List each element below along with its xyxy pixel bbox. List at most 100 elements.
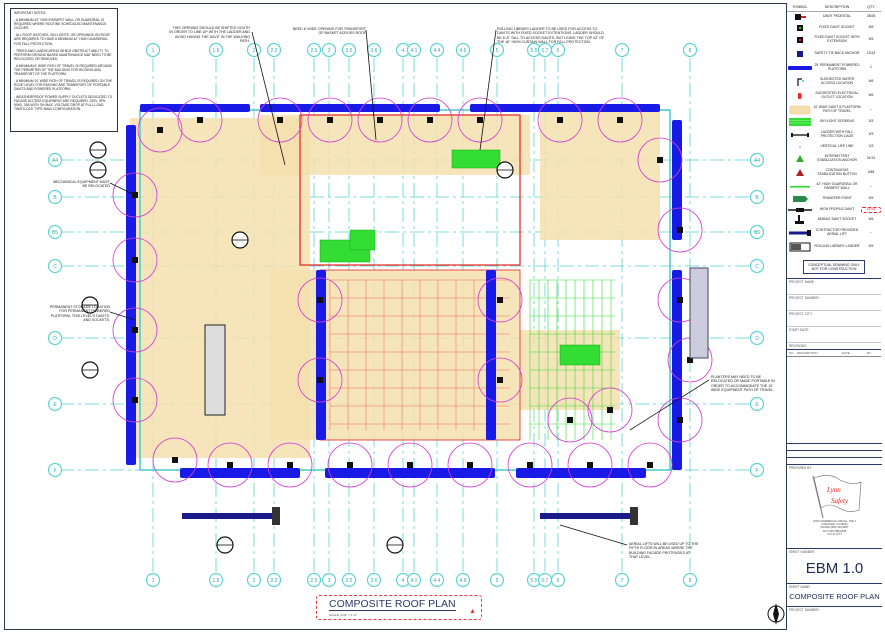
davit-pedestal-icon bbox=[197, 117, 203, 123]
project-city-label: PROJECT CITY: bbox=[787, 311, 881, 327]
grid-bubble bbox=[682, 572, 698, 588]
davit-pedestal-icon bbox=[557, 117, 563, 123]
grid-label-column: 2 bbox=[253, 48, 256, 54]
davit-reach-circle bbox=[152, 437, 198, 483]
grid-bubble bbox=[306, 42, 322, 58]
grid-bubble bbox=[47, 462, 63, 478]
davit-pedestal-icon bbox=[172, 457, 178, 463]
powered-platform-track bbox=[316, 270, 326, 440]
grid-label-row: B bbox=[755, 195, 759, 201]
grid-label-column: 4 bbox=[402, 578, 405, 584]
rev-no: NO. bbox=[789, 350, 795, 355]
grid-label-column: 2.5 bbox=[311, 48, 318, 54]
grid-label-row: B5 bbox=[52, 230, 58, 236]
legend-qty: 31/31 bbox=[866, 156, 876, 161]
grid-label-column: 3 bbox=[328, 48, 331, 54]
lynn-safety-logo: Lynn Safety bbox=[811, 475, 861, 519]
davit-reach-circle bbox=[537, 97, 583, 143]
grid-bubble bbox=[614, 42, 630, 58]
continuous-button-icon bbox=[787, 168, 813, 178]
grid-label-column: 7 bbox=[621, 578, 624, 584]
davit-pedestal-icon bbox=[132, 327, 138, 333]
grid-label-column: 3.5 bbox=[346, 578, 353, 584]
grid-bubble bbox=[749, 224, 765, 240]
grid-label-row: E bbox=[755, 402, 759, 408]
davit-pedestal-icon bbox=[677, 417, 683, 423]
svg-text:Lynn: Lynn bbox=[826, 486, 841, 494]
leader-line bbox=[629, 379, 710, 431]
davit-pedestal-icon bbox=[407, 462, 413, 468]
legend-header: SYMBOL DESCRIPTION QTY bbox=[787, 3, 881, 12]
grid-bubble bbox=[321, 42, 337, 58]
svg-text:Safety: Safety bbox=[831, 497, 849, 505]
davit-reach-circle bbox=[547, 397, 593, 443]
davit-reach-circle bbox=[637, 137, 683, 183]
legend-item-ladder-cage: LADDER WITH FALL PROTECTION CAGE 3/3 bbox=[787, 128, 881, 142]
davit-reach-circle bbox=[457, 97, 503, 143]
davit-reach-circle bbox=[657, 207, 703, 253]
stored-platform-icon bbox=[204, 324, 226, 416]
davit-pedestal-icon bbox=[527, 462, 533, 468]
grid-label-column: 6 bbox=[557, 578, 560, 584]
grid-bubble bbox=[406, 572, 422, 588]
path-of-travel-area bbox=[540, 110, 660, 240]
legend-description: DAVIT PEDESTAL bbox=[822, 14, 852, 19]
legend-description: VERTICAL LIFE LINE bbox=[820, 143, 854, 148]
powered-platform-track bbox=[516, 468, 646, 478]
rev-date: DATE bbox=[842, 350, 850, 355]
legend-description: 10' WIDE DAVIT & PLATFORM PATH OF TRAVEL bbox=[813, 105, 861, 113]
path-of-travel-icon bbox=[787, 105, 813, 115]
davit-reach-circle bbox=[267, 442, 313, 488]
davit-pedestal-icon bbox=[227, 462, 233, 468]
grid-label-row: D bbox=[755, 336, 759, 342]
grid-bubble bbox=[550, 572, 566, 588]
grid-bubble bbox=[145, 572, 161, 588]
note: - TREES AND LANDSCAPING WHICH OBSTRUCT A… bbox=[14, 48, 112, 61]
davit-reach-circle bbox=[112, 172, 158, 218]
electrical-outlet-icon bbox=[787, 91, 813, 101]
skylight-screen bbox=[451, 149, 501, 169]
davit-reach-circle bbox=[567, 442, 613, 488]
grid-label-column: 3.6 bbox=[371, 48, 378, 54]
davit-pedestal-icon bbox=[497, 297, 503, 303]
vertical-life-line-icon bbox=[787, 142, 813, 152]
davit-pedestal-icon bbox=[567, 417, 573, 423]
powered-platform-track bbox=[470, 104, 660, 112]
grid-bubble bbox=[455, 42, 471, 58]
davit-pedestal-icon bbox=[657, 157, 663, 163]
legend-header-symbol: SYMBOL bbox=[792, 5, 808, 9]
grid-label-column: 4.6 bbox=[460, 48, 467, 54]
grid-label-column: 4 bbox=[402, 48, 405, 54]
legend-item-fixed-davit-socket-extension: FIXED DAVIT SOCKET WITH EXTENSION 5/5 bbox=[787, 33, 881, 47]
davit-pedestal-icon bbox=[317, 377, 323, 383]
high-profile-davit-icon bbox=[787, 205, 813, 215]
legend-description: ROLLING LIBRARY LADDER bbox=[814, 243, 860, 248]
legend-description: SAFETY TIE BACK ANCHOR bbox=[814, 51, 860, 56]
legend-qty: 6/6 bbox=[868, 79, 874, 84]
notes-title: IMPORTANT NOTES: bbox=[14, 11, 47, 15]
davit-pedestal-icon bbox=[132, 397, 138, 403]
grid-label-column: 5 bbox=[496, 578, 499, 584]
davit-reach-circle bbox=[597, 97, 643, 143]
legend-description: LADDER WITH FALL PROTECTION CAGE bbox=[820, 129, 854, 138]
fixed-davit-socket-extension-icon bbox=[787, 35, 813, 45]
grid-label-row: C bbox=[53, 264, 57, 270]
davit-reach-circle bbox=[387, 442, 433, 488]
davit-reach-circle bbox=[307, 97, 353, 143]
aerial-lift-basket bbox=[272, 507, 280, 525]
davit-pedestal-icon bbox=[157, 127, 163, 133]
guardrail-icon bbox=[787, 182, 813, 192]
path-of-travel-area bbox=[270, 270, 520, 440]
grid-bubble bbox=[749, 189, 765, 205]
legend-header-description: DESCRIPTION bbox=[824, 5, 850, 9]
sheet-name-box: SHEET NAME: COMPOSITE ROOF PLAN bbox=[787, 583, 882, 605]
aerial-lift-icon bbox=[540, 513, 630, 519]
davit-reach-circle bbox=[627, 442, 673, 488]
legend-qty: -- bbox=[869, 107, 873, 112]
grid-label-column: 1 bbox=[152, 578, 155, 584]
legend-qty: 6/6 bbox=[868, 217, 874, 222]
legend-qty: 8/8 bbox=[868, 24, 874, 29]
legend-qty: 3/3 bbox=[868, 119, 874, 124]
davit-reach-circle bbox=[357, 97, 403, 143]
grid-label-column: 8 bbox=[689, 48, 692, 54]
